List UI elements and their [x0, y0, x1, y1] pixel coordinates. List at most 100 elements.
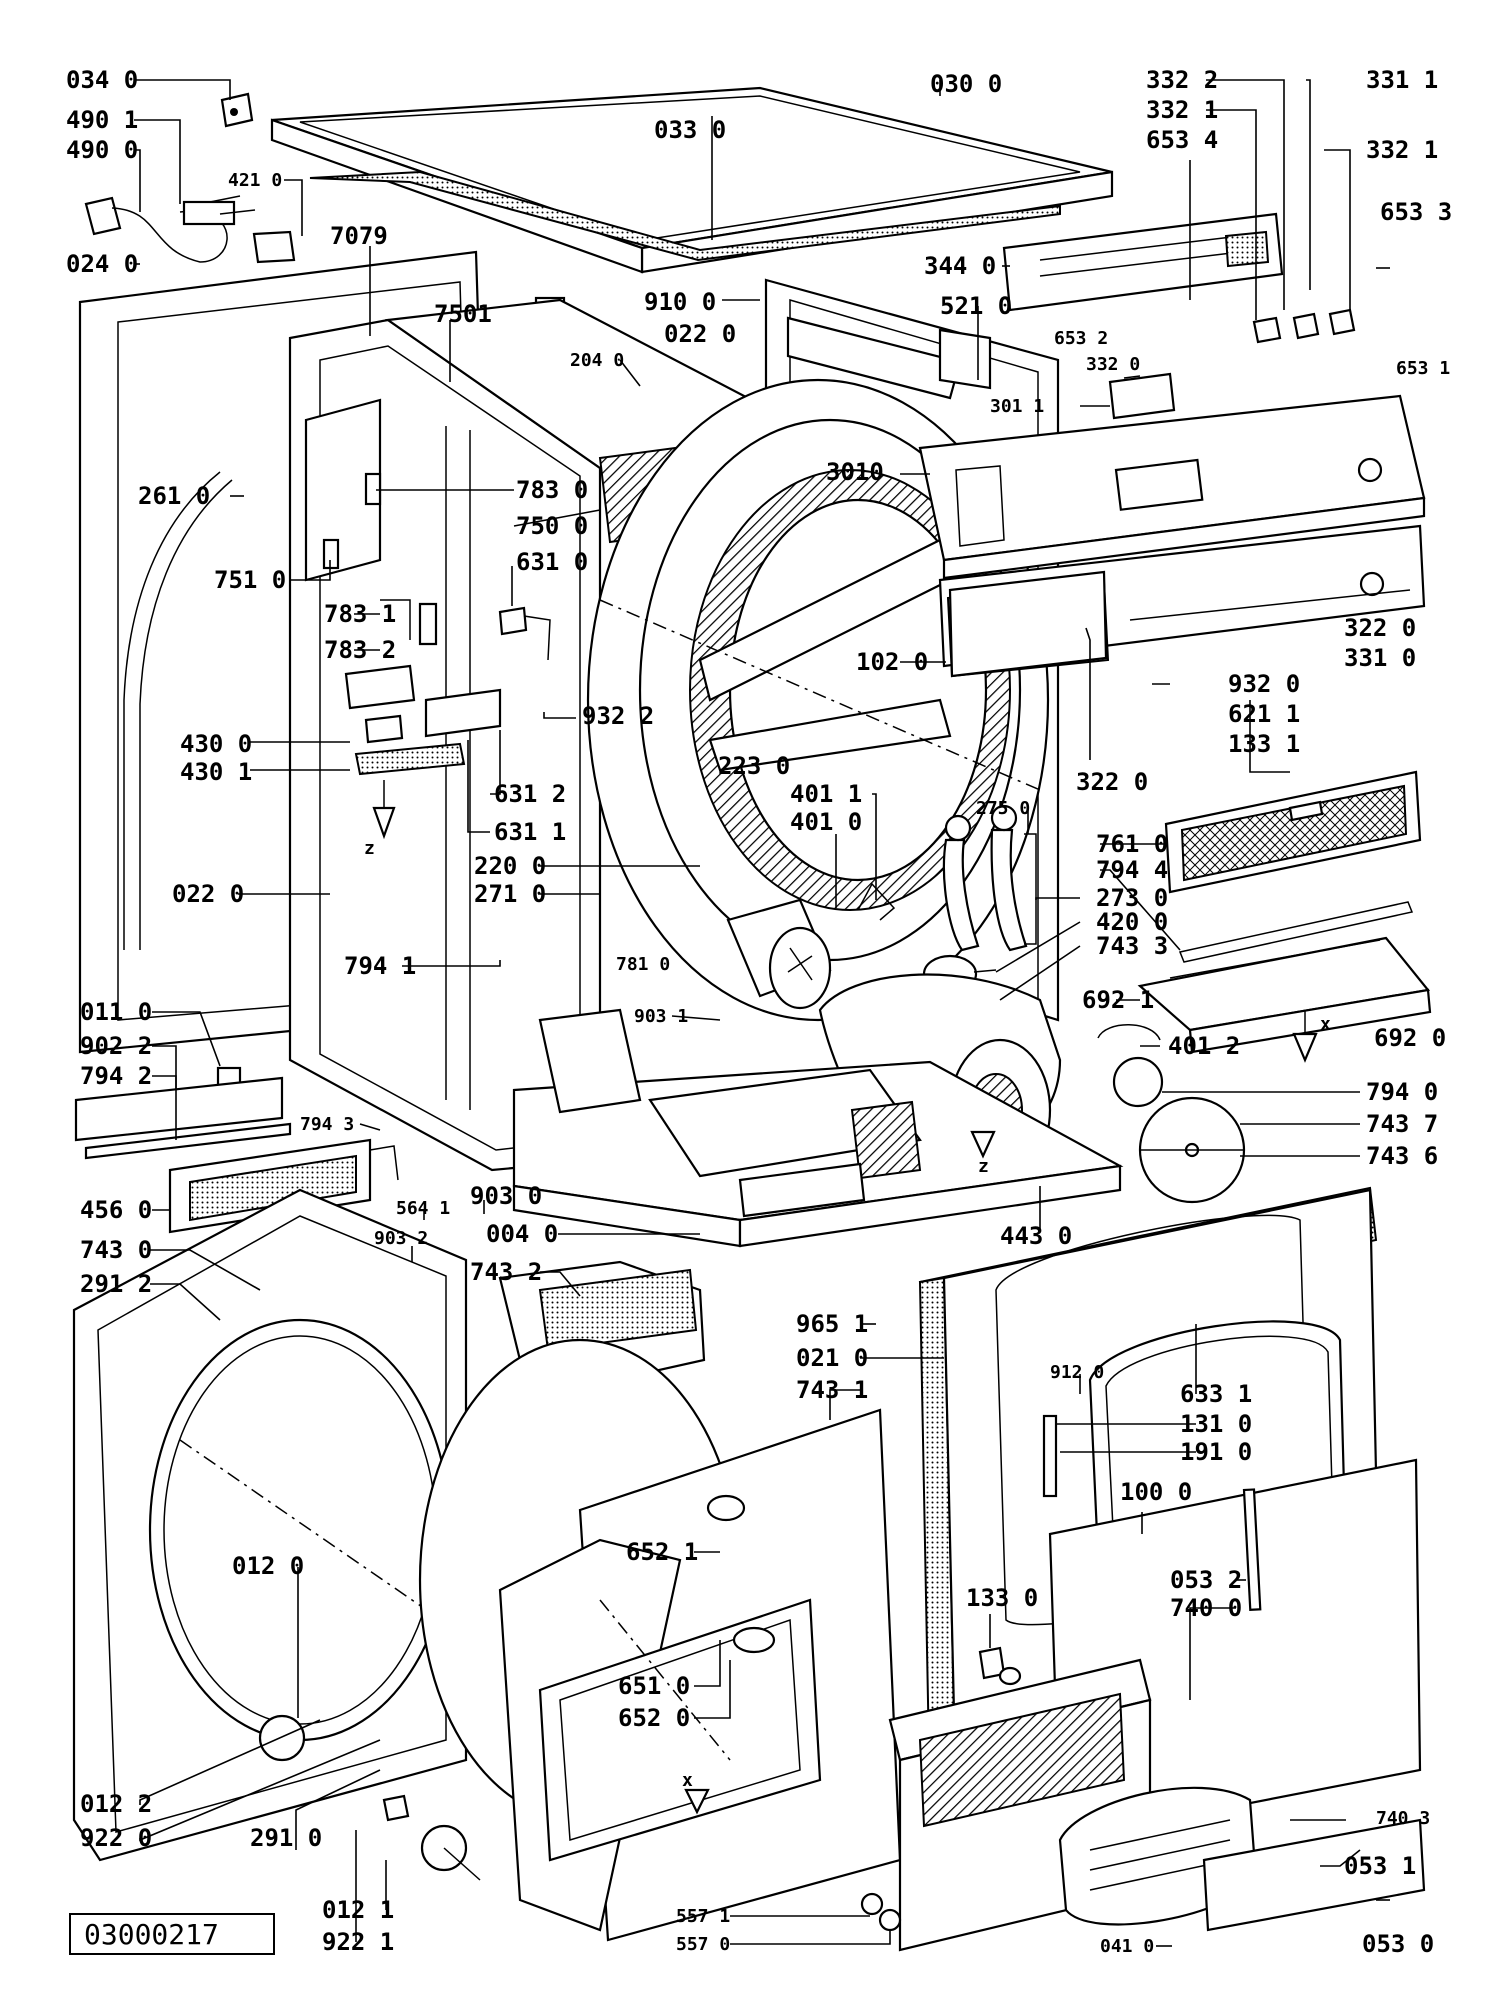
- door-switch-bracket: [938, 328, 992, 390]
- callout-022-0-rear: 022 0: [664, 320, 736, 348]
- callout-794-0: 794 0: [1366, 1078, 1438, 1106]
- callout-751-0: 751 0: [214, 566, 286, 594]
- front-bulkhead: [498, 1408, 902, 1942]
- filter-block: [182, 195, 256, 226]
- axis-arrow-z-fan: [970, 1130, 996, 1159]
- callout-750-0: 750 0: [516, 512, 588, 540]
- axis-label-x-right: x: [1320, 1014, 1331, 1035]
- callout-034-0: 034 0: [66, 66, 138, 94]
- switch-small-3: [1328, 308, 1356, 336]
- callout-794-3: 794 3: [300, 1114, 354, 1135]
- callout-631-0: 631 0: [516, 548, 588, 576]
- fan-clip: [1097, 1024, 1161, 1041]
- callout-631-2: 631 2: [494, 780, 566, 808]
- callout-024-0: 024 0: [66, 250, 138, 278]
- callout-743-0: 743 0: [80, 1236, 152, 1264]
- callout-133-1: 133 1: [1228, 730, 1300, 758]
- callout-030-0: 030 0: [930, 70, 1002, 98]
- callout-740-3: 740 3: [1376, 1808, 1430, 1829]
- callout-932-0: 932 0: [1228, 670, 1300, 698]
- callout-012-2: 012 2: [80, 1790, 152, 1818]
- callout-456-0: 456 0: [80, 1196, 152, 1224]
- callout-332-1a: 332 1: [1146, 96, 1218, 124]
- heater-element-holder: [344, 664, 502, 744]
- callout-932-2: 932 2: [582, 702, 654, 730]
- control-bracket: [786, 316, 962, 400]
- heater-plate: [354, 742, 466, 776]
- control-panel-front: [918, 394, 1426, 580]
- callout-761-0: 761 0: [1096, 830, 1168, 858]
- bracket-line: [1024, 833, 1037, 945]
- callout-7079: 7079: [330, 222, 388, 250]
- callout-557-0: 557 0: [676, 1934, 730, 1955]
- temperature-sensor: [498, 606, 528, 636]
- callout-794-1: 794 1: [344, 952, 416, 980]
- callout-633-1: 633 1: [1180, 1380, 1252, 1408]
- callout-204-0: 204 0: [570, 350, 624, 371]
- axis-label-z-fan: z: [978, 1156, 989, 1177]
- thermostat-group: [304, 398, 438, 646]
- callout-922-1: 922 1: [322, 1928, 394, 1956]
- callout-965-1: 965 1: [796, 1310, 868, 1338]
- axis-arrow-x-right: [1292, 1010, 1318, 1063]
- drum-paddle: [708, 698, 952, 772]
- callout-743-3: 743 3: [1096, 932, 1168, 960]
- top-seal: [309, 170, 1061, 262]
- callout-220-0: 220 0: [474, 852, 546, 880]
- door-handle-rod: [1242, 1488, 1262, 1611]
- axis-arrow-z-left: [372, 780, 396, 840]
- callout-903-0: 903 0: [470, 1182, 542, 1210]
- callout-653-2: 653 2: [1054, 328, 1108, 349]
- callout-102-0: 102 0: [856, 648, 928, 676]
- callout-012-1: 012 1: [322, 1896, 394, 1924]
- side-rail-inner: [139, 479, 233, 950]
- callout-053-0: 053 0: [1362, 1930, 1434, 1958]
- callout-631-1: 631 1: [494, 818, 566, 846]
- callout-041-0: 041 0: [1100, 1936, 1154, 1957]
- callout-743-2: 743 2: [470, 1258, 542, 1286]
- callout-191-0: 191 0: [1180, 1438, 1252, 1466]
- callout-053-1: 053 1: [1344, 1852, 1416, 1880]
- callout-133-0: 133 0: [966, 1584, 1038, 1612]
- callout-291-0: 291 0: [250, 1824, 322, 1852]
- callout-332-2: 332 2: [1146, 66, 1218, 94]
- callout-783-0: 783 0: [516, 476, 588, 504]
- door-latch-slot: [1042, 1414, 1058, 1498]
- callout-labels: 034 0 490 1 490 0 421 0 024 0 7079 033 0…: [66, 66, 1452, 1958]
- callout-783-2: 783 2: [324, 636, 396, 664]
- caster-wheel: [420, 1824, 481, 1881]
- belt-tensioner: [942, 804, 1028, 952]
- callout-022-0-left: 022 0: [172, 880, 244, 908]
- callout-322-0-mid: 322 0: [1076, 768, 1148, 796]
- callout-271-0: 271 0: [474, 880, 546, 908]
- callout-331-0: 331 0: [1344, 644, 1416, 672]
- callout-903-1: 903 1: [634, 1006, 688, 1027]
- program-panel-insert: [948, 570, 1108, 678]
- heater-element: [168, 1138, 399, 1234]
- callout-692-1: 692 1: [1082, 986, 1154, 1014]
- ring-gasket: [1112, 1056, 1164, 1108]
- callout-011-0: 011 0: [80, 998, 152, 1026]
- callout-430-0: 430 0: [180, 730, 252, 758]
- callout-783-1: 783 1: [324, 600, 396, 628]
- callout-912-0: 912 0: [1050, 1362, 1104, 1383]
- callout-653-3: 653 3: [1380, 198, 1452, 226]
- callout-420-0: 420 0: [1096, 908, 1168, 936]
- callout-903-2: 903 2: [374, 1228, 428, 1249]
- callout-291-2: 291 2: [80, 1270, 152, 1298]
- filter-gasket: [1178, 901, 1414, 963]
- callout-794-4: 794 4: [1096, 856, 1168, 884]
- callout-100-0: 100 0: [1120, 1478, 1192, 1506]
- fan-impeller: [1138, 1096, 1246, 1204]
- callout-275-0: 275 0: [976, 798, 1030, 819]
- callout-743-1: 743 1: [796, 1376, 868, 1404]
- callout-332-0: 332 0: [1086, 354, 1140, 375]
- callout-781-0: 781 0: [616, 954, 670, 975]
- callout-004-0: 004 0: [486, 1220, 558, 1248]
- callout-521-0: 521 0: [940, 292, 1012, 320]
- fluff-filter: [1164, 770, 1422, 894]
- callout-7501: 7501: [434, 300, 492, 328]
- callout-273-0: 273 0: [1096, 884, 1168, 912]
- switch-small-2: [1292, 312, 1320, 340]
